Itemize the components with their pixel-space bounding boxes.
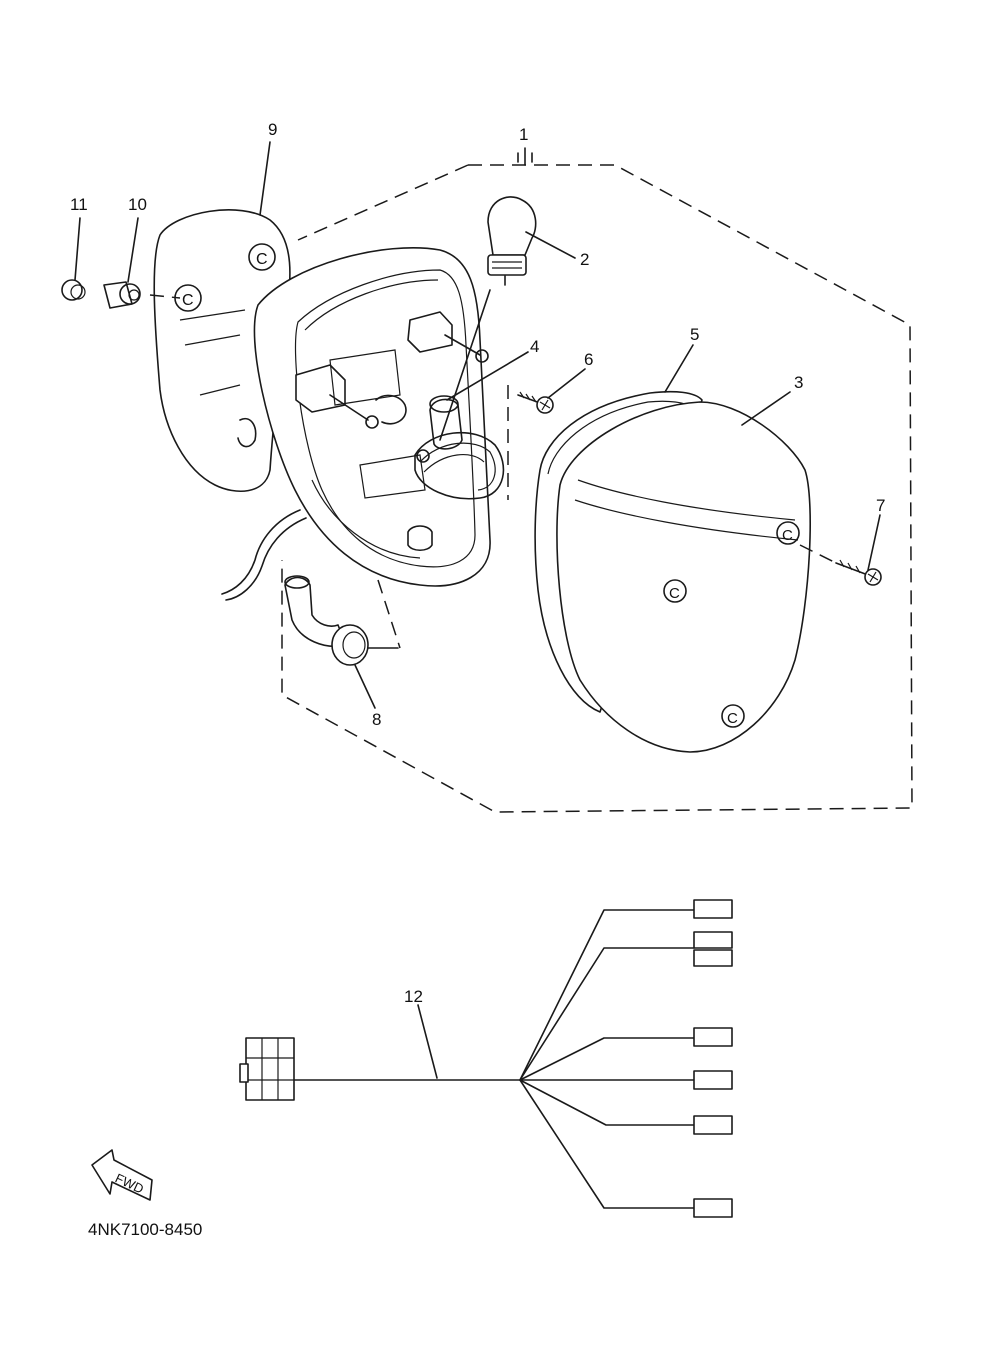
callout-12: 12	[404, 987, 423, 1006]
lamp-housing	[253, 247, 491, 587]
part-2-bulb	[439, 196, 537, 441]
forward-arrow-icon: FWD	[91, 1149, 153, 1201]
callout-11: 11	[70, 195, 88, 214]
svg-text:C: C	[727, 710, 738, 727]
assembly-boundary	[281, 164, 913, 813]
svg-text:C: C	[669, 585, 680, 602]
callout-labels: 1 2 3 4 5 6 7 8 9 10 11 12	[70, 120, 885, 1006]
callout-4: 4	[530, 337, 539, 356]
callout-9: 9	[268, 120, 277, 139]
callout-6: 6	[584, 350, 593, 369]
part-6-screw	[517, 391, 554, 414]
part-9-base-plate: C C	[153, 209, 291, 492]
svg-text:C: C	[182, 292, 194, 309]
callout-1: 1	[519, 125, 528, 144]
svg-text:C: C	[256, 251, 268, 268]
part-code: 4NK7100-8450	[88, 1220, 202, 1239]
part-5-gasket	[534, 390, 703, 713]
wire-lead	[221, 509, 307, 601]
callout-7: 7	[876, 496, 885, 515]
callout-8: 8	[372, 710, 381, 729]
svg-text:C: C	[782, 527, 793, 544]
callout-2: 2	[580, 250, 589, 269]
leader-lines	[74, 141, 881, 1079]
part-8-boot	[284, 575, 401, 666]
part-12-wire-harness	[239, 899, 733, 1218]
callout-10: 10	[128, 195, 147, 214]
part-7-screw	[799, 544, 882, 586]
part-10-grommet	[103, 281, 181, 309]
part-3-lens: C C C	[556, 401, 812, 753]
callout-5: 5	[690, 325, 699, 344]
callout-3: 3	[794, 373, 803, 392]
part-11-nut	[61, 279, 86, 301]
